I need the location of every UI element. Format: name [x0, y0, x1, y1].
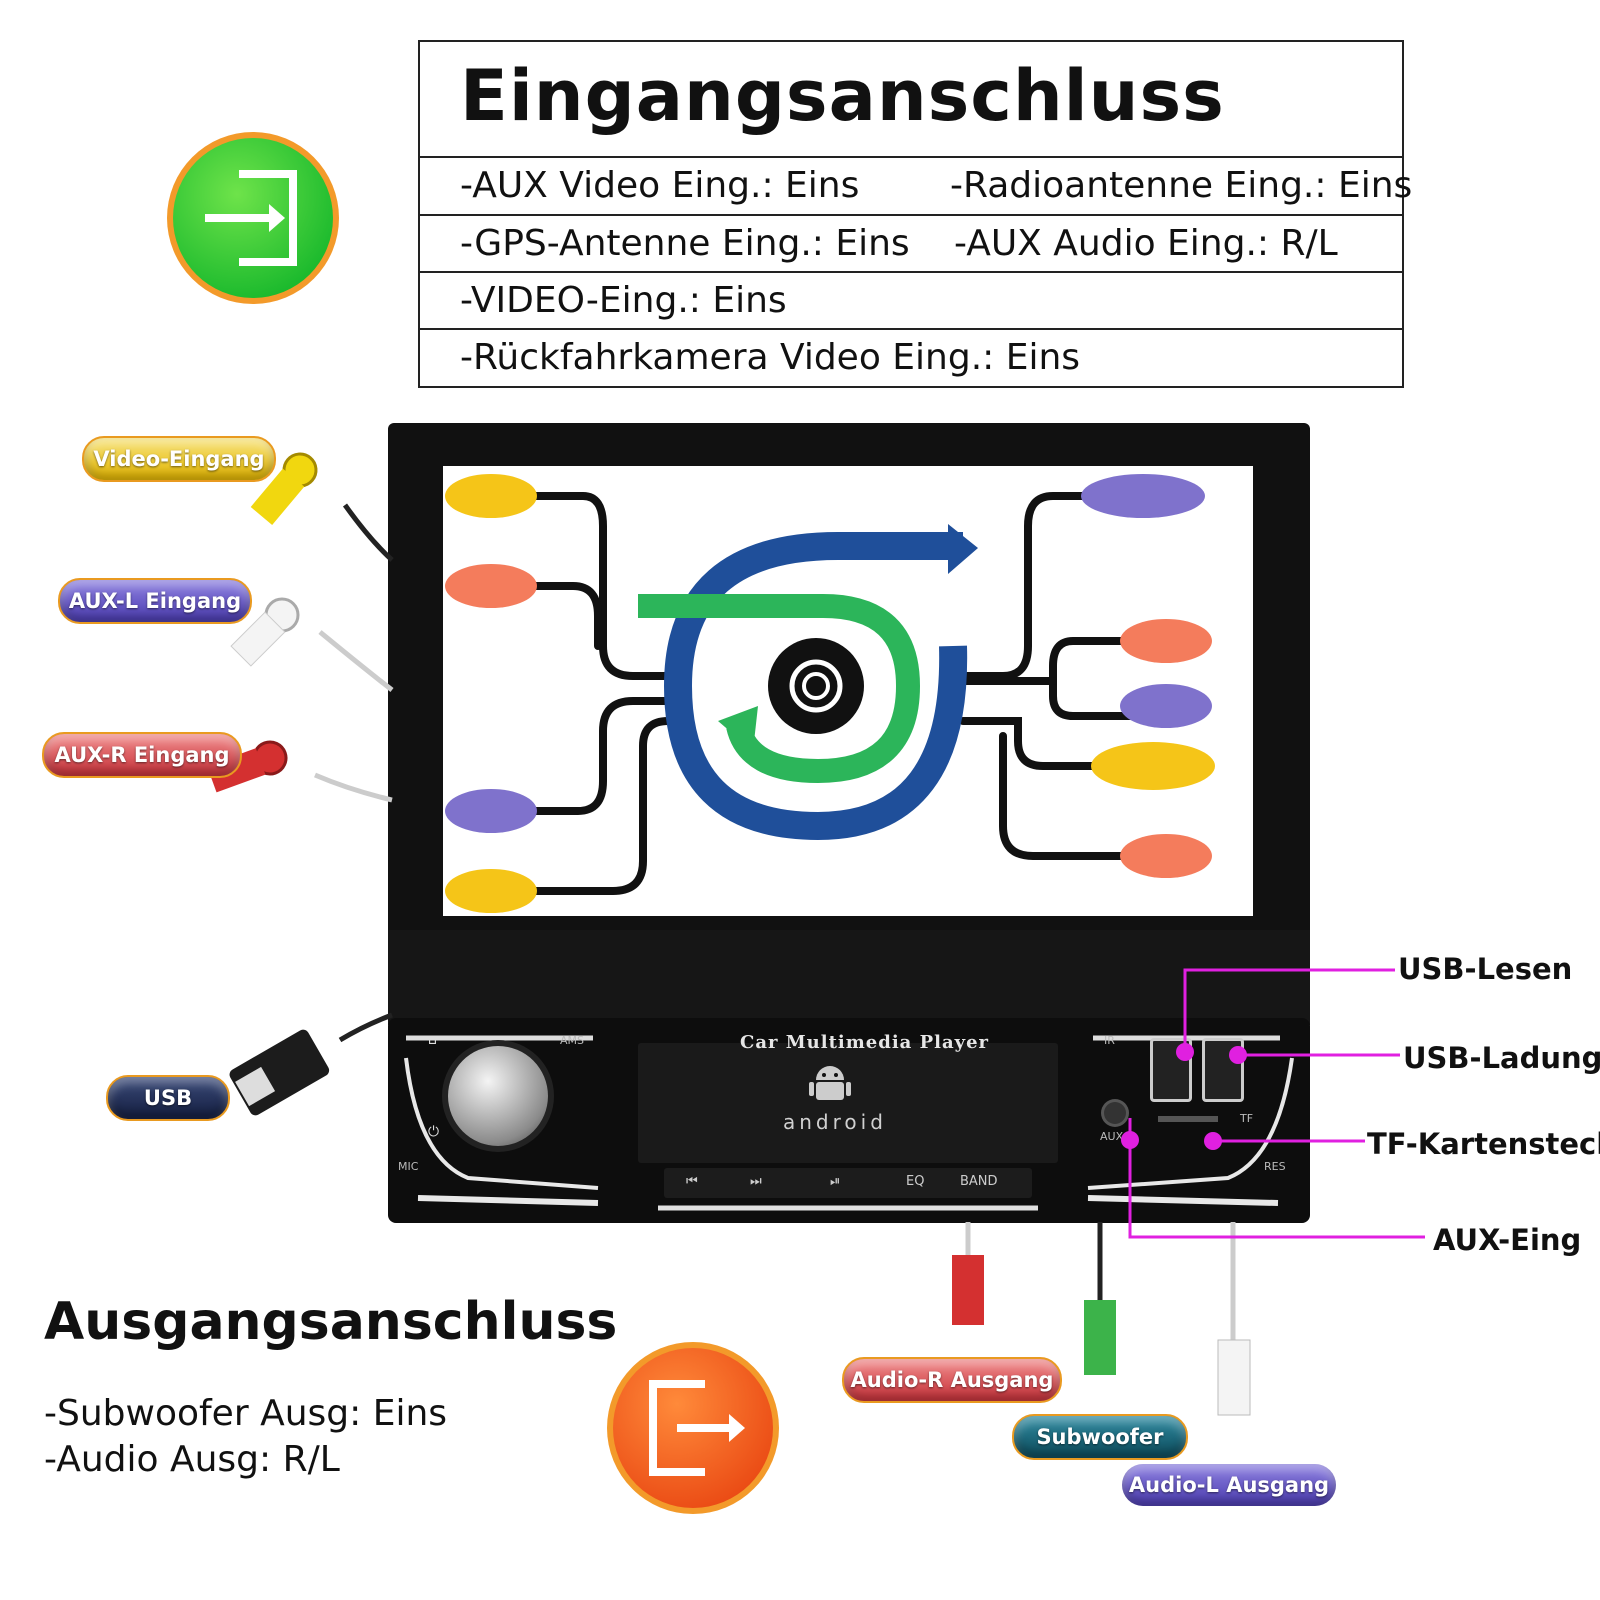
next-track-button[interactable]: ⏭ [750, 1174, 762, 1189]
usb-port-charge[interactable] [1202, 1038, 1244, 1102]
mic-label: MIC [398, 1160, 419, 1173]
aux-in-label: AUX-Eing [1433, 1223, 1582, 1257]
audio-l-out-pill: Audio-L Ausgang [1122, 1464, 1336, 1506]
spec-radio-antenna: -Radioantenne Eing.: Eins [950, 165, 1413, 206]
chassis [388, 930, 1310, 1025]
spec-row: -VIDEO-Eing.: Eins [420, 271, 1402, 328]
spec-row: -AUX Video Eing.: Eins -Radioantenne Ein… [420, 156, 1412, 213]
video-in-pill: Video-Eingang [82, 436, 276, 482]
eq-button[interactable]: EQ [906, 1174, 925, 1189]
usb-charge-label: USB-Ladung [1403, 1041, 1600, 1075]
aux-l-in-pill: AUX-L Eingang [58, 578, 252, 624]
connection-diagram-graphic [445, 474, 1215, 913]
aux-r-in-pill: AUX-R Eingang [42, 732, 242, 778]
spec-row: -GPS-Antenne Eing.: Eins -AUX Audio Eing… [420, 214, 1402, 271]
ir-label: IR [1104, 1034, 1115, 1047]
input-icon [165, 130, 341, 306]
output-icon [605, 1340, 781, 1516]
usb-read-label: USB-Lesen [1398, 952, 1573, 986]
tf-card-label: TF-Kartensteck [1367, 1127, 1600, 1161]
audio-r-out-pill: Audio-R Ausgang [842, 1357, 1062, 1403]
tf-label: TF [1240, 1112, 1254, 1125]
aux-label: AUX [1100, 1130, 1124, 1143]
spec-audio-out: -Audio Ausg: R/L [44, 1439, 340, 1480]
ams-label: AMS [560, 1034, 584, 1047]
screen-display [443, 466, 1253, 916]
device-label: Car Multimedia Player [740, 1032, 990, 1053]
android-robot-icon [808, 1064, 852, 1104]
band-button[interactable]: BAND [960, 1174, 998, 1189]
spec-aux-audio: -AUX Audio Eing.: R/L [954, 223, 1338, 264]
tf-card-slot[interactable] [1158, 1116, 1218, 1122]
input-specs-table: Eingangsanschluss -AUX Video Eing.: Eins… [418, 40, 1412, 388]
spec-video: -VIDEO-Eing.: Eins [460, 280, 787, 321]
res-label: RES [1264, 1160, 1286, 1173]
spec-gps-antenna: -GPS-Antenne Eing.: Eins [460, 223, 910, 264]
input-section-title: Eingangsanschluss [460, 55, 1225, 137]
android-logo-text: android [783, 1110, 887, 1134]
aux-jack[interactable] [1104, 1102, 1126, 1124]
play-pause-button[interactable]: ⏯ [830, 1174, 841, 1189]
spec-rear-camera: -Rückfahrkamera Video Eing.: Eins [460, 337, 1081, 378]
faceplate: AMS MIC ⏻ ⌂ Car Multimedia Player androi… [388, 1018, 1310, 1223]
spec-row: -Rückfahrkamera Video Eing.: Eins [420, 328, 1402, 385]
power-icon[interactable]: ⏻ [428, 1124, 440, 1140]
spec-aux-video: -AUX Video Eing.: Eins [460, 165, 860, 206]
prev-track-button[interactable]: ⏮ [686, 1174, 698, 1189]
volume-knob[interactable] [448, 1046, 548, 1146]
spec-subwoofer-out: -Subwoofer Ausg: Eins [44, 1393, 448, 1434]
subwoofer-pill: Subwoofer [1012, 1414, 1188, 1460]
output-section-title: Ausgangsanschluss [44, 1292, 618, 1352]
usb-pill: USB [106, 1075, 230, 1121]
home-icon[interactable]: ⌂ [428, 1032, 437, 1048]
